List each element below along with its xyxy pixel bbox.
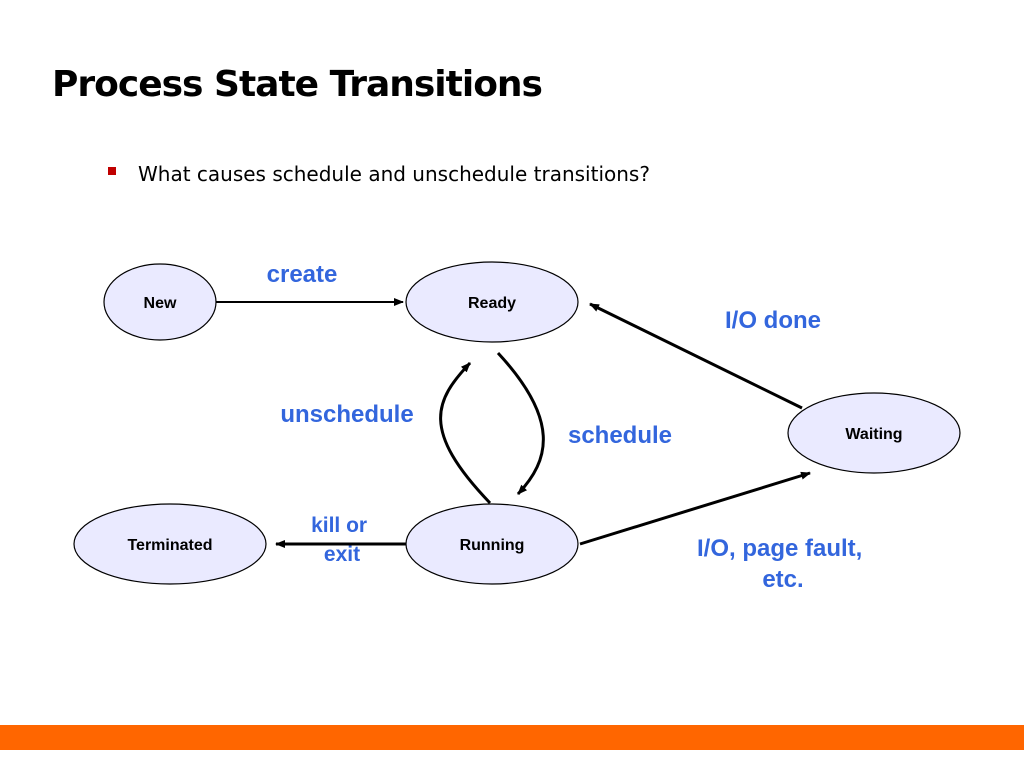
- bullet-text: What causes schedule and unschedule tran…: [138, 162, 650, 186]
- state-label-terminated: Terminated: [127, 537, 212, 554]
- square-bullet-icon: [108, 167, 116, 175]
- label-unschedule: unschedule: [280, 401, 413, 428]
- slide-title: Process State Transitions: [52, 64, 543, 105]
- edge-schedule: [496, 351, 545, 496]
- label-create: create: [267, 261, 338, 288]
- state-label-ready: Ready: [468, 295, 516, 312]
- edge-unschedule: [439, 361, 492, 505]
- state-label-running: Running: [460, 537, 525, 554]
- state-node-ready: Ready: [405, 261, 579, 343]
- bullet-point: What causes schedule and unschedule tran…: [108, 162, 650, 186]
- state-label-waiting: Waiting: [845, 426, 902, 443]
- state-node-running: Running: [405, 503, 579, 585]
- state-node-new: New: [103, 263, 217, 341]
- label-kill-or-exit-line-2: exit: [324, 543, 360, 566]
- state-label-new: New: [144, 295, 177, 312]
- label-io-page-fault: I/O, page fault, etc.: [697, 535, 869, 593]
- edge-io-done: [589, 302, 803, 410]
- label-kill-or-exit-line-1: kill or: [311, 514, 367, 537]
- state-node-terminated: Terminated: [73, 503, 267, 585]
- label-io-page-fault-line-2: etc.: [762, 566, 803, 593]
- edge-io-page-fault: [579, 471, 811, 546]
- footer-bar: [0, 725, 1024, 750]
- label-io-page-fault-line-1: I/O, page fault,: [697, 535, 862, 562]
- label-kill-or-exit: kill or exit: [311, 514, 373, 566]
- state-diagram: New Ready Waiting Terminated Running cre…: [73, 261, 961, 593]
- label-io-done: I/O done: [725, 307, 821, 334]
- label-schedule: schedule: [568, 422, 672, 449]
- state-node-waiting: Waiting: [787, 392, 961, 474]
